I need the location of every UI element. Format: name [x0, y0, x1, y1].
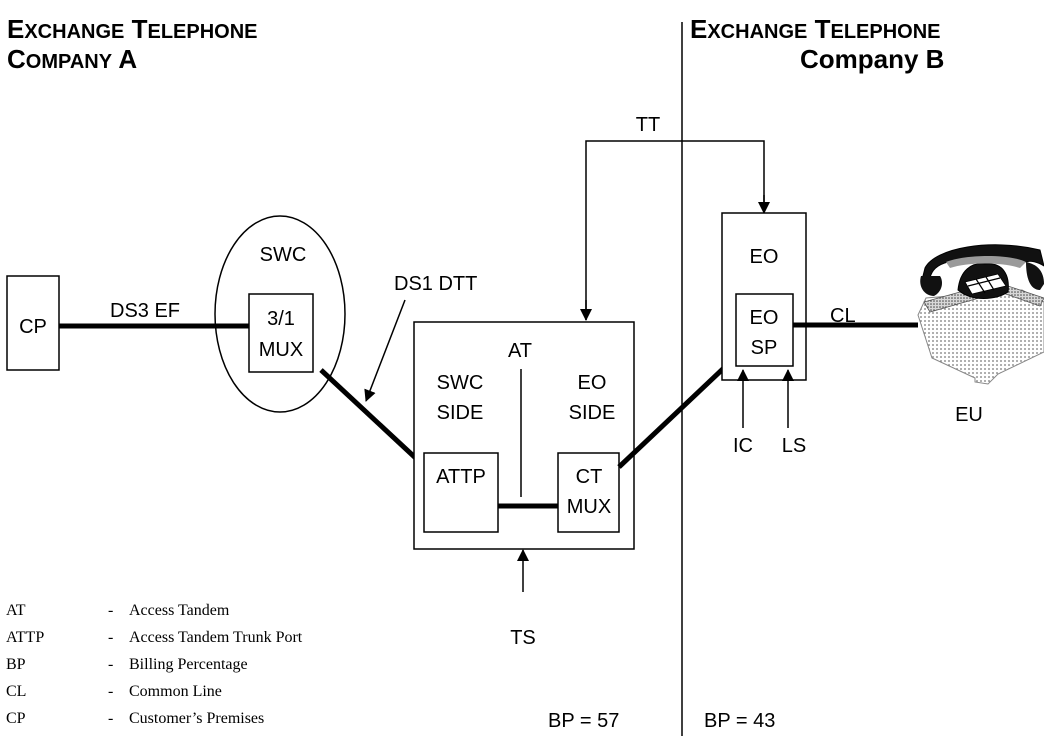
legend-meaning: Customer’s Premises [129, 710, 264, 727]
ct-mux-label-line2: MUX [567, 496, 611, 518]
legend-dash: - [108, 683, 113, 700]
ds1-dtt-label: DS1 DTT [394, 273, 477, 295]
ds3-ef-label: DS3 EF [110, 300, 180, 322]
ct-mux-eo-link [619, 366, 726, 467]
legend-abbr: BP [6, 656, 26, 673]
at-label: AT [508, 340, 532, 362]
legend-dash: - [108, 629, 113, 646]
mux-3-1-label-line1: 3/1 [267, 308, 295, 330]
legend-meaning: Access Tandem [129, 602, 230, 619]
legend-meaning: Common Line [129, 683, 222, 700]
legend-dash: - [108, 656, 113, 673]
tt-label: TT [636, 114, 660, 136]
eo-sp-label-line1: EO [750, 307, 779, 329]
legend-meaning: Access Tandem Trunk Port [129, 629, 303, 646]
legend-abbr: AT [6, 602, 26, 619]
swc-side-label-line1: SWC [437, 372, 484, 394]
legend: AT - Access Tandem ATTP - Access Tandem … [6, 602, 303, 727]
legend-abbr: CL [6, 683, 26, 700]
cl-label: CL [830, 305, 856, 327]
swc-side-label-line2: SIDE [437, 402, 484, 424]
legend-abbr: CP [6, 710, 26, 727]
telephone-icon [918, 245, 1044, 384]
ds1-dtt-link [321, 370, 421, 463]
ls-label: LS [782, 435, 806, 457]
bp-company-a: BP = 57 [548, 710, 619, 732]
eo-side-label-line2: SIDE [569, 402, 616, 424]
ts-label: TS [510, 627, 536, 649]
company-a-heading-line1: EXCHANGE TELEPHONE [7, 14, 258, 44]
company-b-heading-line2: Company B [800, 44, 944, 74]
ds1-dtt-pointer-arrow [366, 300, 405, 401]
eo-sp-label-line2: SP [751, 337, 778, 359]
bp-company-b: BP = 43 [704, 710, 775, 732]
attp-box [424, 453, 498, 532]
cp-label: CP [19, 316, 47, 338]
ct-mux-label-line1: CT [576, 466, 603, 488]
eo-label: EO [750, 246, 779, 268]
legend-dash: - [108, 602, 113, 619]
eu-label: EU [955, 404, 983, 426]
ct-mux-box [558, 453, 619, 532]
ic-label: IC [733, 435, 753, 457]
legend-abbr: ATTP [6, 629, 44, 646]
eo-side-label-line1: EO [578, 372, 607, 394]
legend-dash: - [108, 710, 113, 727]
legend-meaning: Billing Percentage [129, 656, 248, 673]
attp-label: ATTP [436, 466, 486, 488]
company-a-heading-line2: COMPANY A [7, 44, 137, 74]
swc-label: SWC [260, 244, 307, 266]
company-b-heading-line1: EXCHANGE TELEPHONE [690, 14, 941, 44]
mux-3-1-label-line2: MUX [259, 339, 303, 361]
